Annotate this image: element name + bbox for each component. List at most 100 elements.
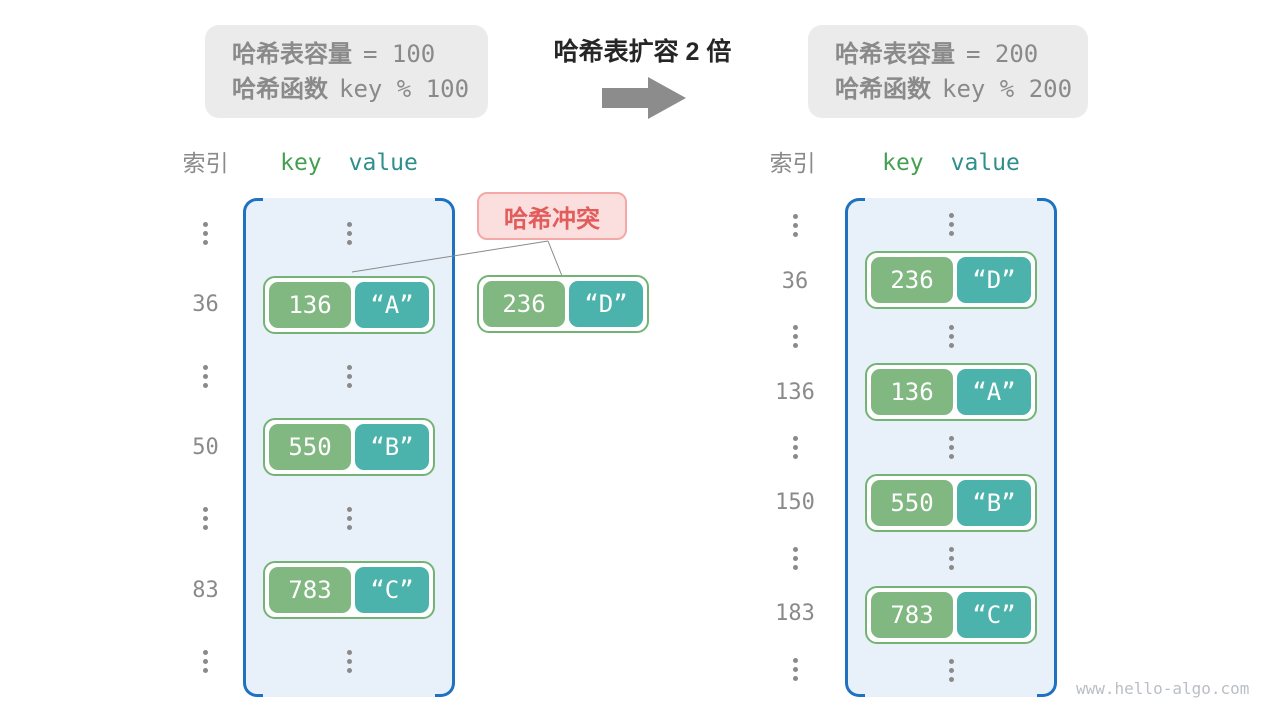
watermark: www.hello-algo.com xyxy=(1076,679,1250,698)
pair-value: “B” xyxy=(957,480,1031,527)
after-info-box: 哈希表容量 = 200 哈希函数 key % 200 xyxy=(808,25,1088,118)
table-row: 550 “B” xyxy=(845,474,1057,533)
ellipsis-dots xyxy=(792,214,798,238)
index-cell: 136 xyxy=(745,364,845,419)
ellipsis-dots xyxy=(948,436,954,460)
table-row xyxy=(845,309,1057,362)
key-value-pair: 550 “B” xyxy=(263,418,435,477)
after-value-header: value xyxy=(950,150,1020,176)
pair-value: “C” xyxy=(355,567,429,614)
table-row: 136 “A” xyxy=(243,269,455,340)
before-index-column: 36 50 83 xyxy=(168,198,243,697)
key-value-pair: 783 “C” xyxy=(263,561,435,620)
key-value-pair: 236 “D” xyxy=(865,251,1037,310)
index-cell xyxy=(168,626,243,697)
index-label: 83 xyxy=(192,577,219,603)
table-row xyxy=(243,198,455,269)
table-row: 136 “A” xyxy=(845,362,1057,421)
after-hash-label: 哈希函数 xyxy=(835,76,931,103)
ellipsis-dots xyxy=(948,658,954,682)
index-cell xyxy=(168,198,243,269)
colliding-key-value-pair: 236 “D” xyxy=(477,275,649,333)
after-index-column: 36 136 150 183 xyxy=(745,198,845,697)
pair-key: 783 xyxy=(871,591,953,638)
ellipsis-dots xyxy=(948,213,954,237)
index-cell xyxy=(745,420,845,475)
after-capacity-label: 哈希表容量 xyxy=(835,41,955,68)
index-cell: 50 xyxy=(168,412,243,483)
index-cell xyxy=(168,483,243,554)
index-cell: 36 xyxy=(168,269,243,340)
before-hash-label: 哈希函数 xyxy=(232,76,328,103)
pair-key: 550 xyxy=(871,480,953,527)
pair-key: 136 xyxy=(269,281,351,328)
table-row xyxy=(845,421,1057,474)
index-cell xyxy=(168,341,243,412)
index-cell xyxy=(745,531,845,586)
index-cell xyxy=(745,309,845,364)
index-cell xyxy=(745,642,845,697)
index-label: 50 xyxy=(192,434,219,460)
after-table-group: 36 136 150 183 236 “D” 136 “A” xyxy=(745,198,1057,697)
pair-value: “C” xyxy=(957,591,1031,638)
before-key-header: key xyxy=(280,150,322,176)
after-hash-line: 哈希函数 key % 200 xyxy=(835,72,1088,107)
transform-title: 哈希表扩容 2 倍 xyxy=(553,38,732,66)
before-table-container: 136 “A” 550 “B” 783 “C” xyxy=(243,198,455,697)
pair-value: “A” xyxy=(957,368,1031,415)
after-kv-header: key value xyxy=(845,146,1057,180)
ellipsis-dots xyxy=(948,324,954,348)
after-key-header: key xyxy=(882,150,924,176)
key-value-pair: 136 “A” xyxy=(263,275,435,334)
ellipsis-dots xyxy=(792,325,798,349)
table-row: 236 “D” xyxy=(845,251,1057,310)
ellipsis-dots xyxy=(948,547,954,571)
ellipsis-dots xyxy=(203,364,208,388)
before-capacity-label: 哈希表容量 xyxy=(232,41,352,68)
ellipsis-dots xyxy=(792,435,798,459)
index-label: 36 xyxy=(781,268,809,294)
table-row xyxy=(845,532,1057,585)
table-row: 783 “C” xyxy=(243,554,455,625)
before-value-header: value xyxy=(348,150,418,176)
before-capacity-line: 哈希表容量 = 100 xyxy=(232,37,488,72)
key-value-pair: 550 “B” xyxy=(865,474,1037,533)
table-row xyxy=(243,483,455,554)
pair-value: “D” xyxy=(569,281,643,327)
before-index-header: 索引 xyxy=(182,150,229,176)
pair-value: “A” xyxy=(355,281,429,328)
index-cell: 36 xyxy=(745,253,845,308)
ellipsis-dots xyxy=(346,222,352,246)
key-value-pair: 136 “A” xyxy=(865,362,1037,421)
ellipsis-dots xyxy=(203,507,208,531)
ellipsis-dots xyxy=(346,364,352,388)
right-arrow-icon xyxy=(602,77,686,119)
after-hash-value: key % 200 xyxy=(942,75,1073,103)
index-cell xyxy=(745,198,845,253)
pair-value: “B” xyxy=(355,424,429,471)
pair-key: 236 xyxy=(871,257,953,304)
pair-key: 236 xyxy=(483,281,565,327)
index-label: 183 xyxy=(775,601,815,627)
hash-collision-label: 哈希冲突 xyxy=(477,192,627,240)
table-row: 783 “C” xyxy=(845,585,1057,644)
key-value-pair: 783 “C” xyxy=(865,585,1037,644)
pair-key: 783 xyxy=(269,567,351,614)
before-table-group: 36 50 83 136 “A” 550 “B” xyxy=(168,198,455,697)
ellipsis-dots xyxy=(203,222,208,246)
ellipsis-dots xyxy=(346,649,352,673)
after-capacity-value: = 200 xyxy=(966,40,1039,68)
index-cell: 183 xyxy=(745,586,845,641)
ellipsis-dots xyxy=(792,657,798,681)
table-row xyxy=(243,341,455,412)
index-cell: 150 xyxy=(745,475,845,530)
pair-key: 136 xyxy=(871,368,953,415)
table-row xyxy=(845,198,1057,251)
after-index-header: 索引 xyxy=(769,150,816,176)
before-capacity-value: = 100 xyxy=(363,40,436,68)
table-row: 550 “B” xyxy=(243,412,455,483)
after-capacity-line: 哈希表容量 = 200 xyxy=(835,37,1088,72)
after-table-container: 236 “D” 136 “A” 550 “B” xyxy=(845,198,1057,697)
